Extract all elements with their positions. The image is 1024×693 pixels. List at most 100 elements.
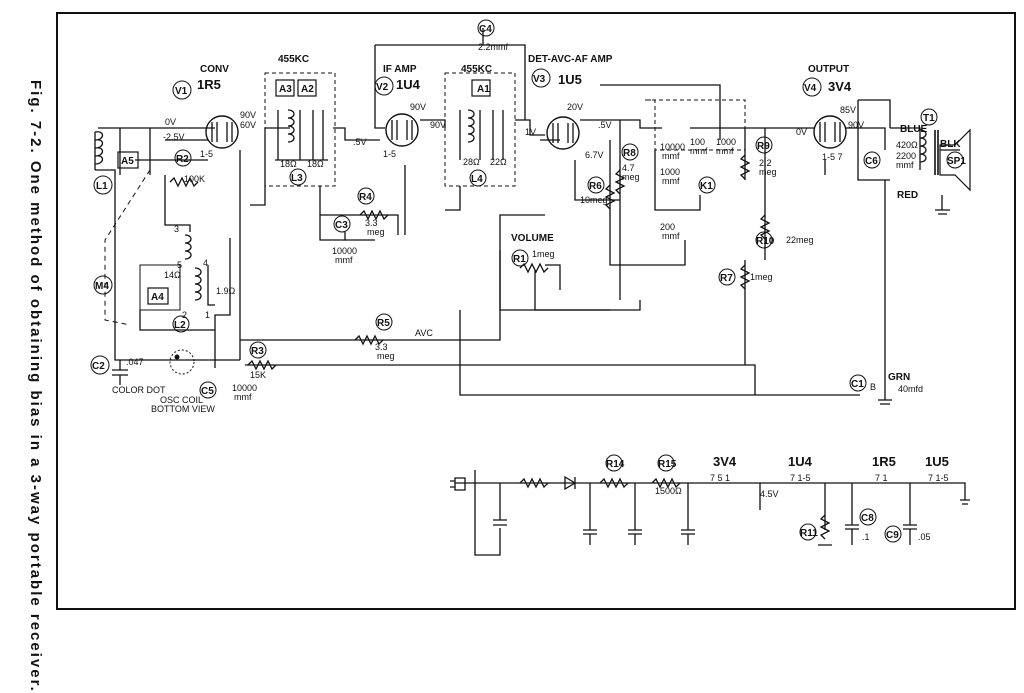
tube-v2 bbox=[385, 113, 419, 147]
ref-r10: R10 bbox=[756, 236, 775, 247]
label-output: OUTPUT bbox=[808, 64, 849, 75]
label-1u5: 1U5 bbox=[558, 72, 582, 87]
value-22-ohm: 22Ω bbox=[490, 157, 507, 167]
schematic-diagram: CONV 1R5 455KC IF AMP 1U4 455KC 2.2mmf D… bbox=[56, 12, 1016, 610]
value-18-ohm-a: 18Ω bbox=[280, 159, 297, 169]
value-pins-1-5-v2: 1-5 bbox=[383, 149, 396, 159]
schematic-figure: Fig. 7-2. One method of obtaining bias i… bbox=[22, 12, 1016, 693]
trimmer-boxes bbox=[117, 79, 491, 305]
label-color-dot: COLOR DOT bbox=[112, 385, 166, 395]
value-r8-meg: meg bbox=[622, 172, 640, 182]
heater-pins-1u5: 7 1-5 bbox=[928, 473, 949, 483]
ref-r7: R7 bbox=[720, 273, 733, 284]
ref-c9: C9 bbox=[886, 530, 899, 541]
ref-m4: M4 bbox=[95, 281, 109, 292]
value-90v-v4: 90V bbox=[848, 120, 864, 130]
ref-r14: R14 bbox=[606, 459, 625, 470]
ref-a4: A4 bbox=[151, 292, 164, 303]
label-455kc-2: 455KC bbox=[461, 64, 492, 75]
label-1u4: 1U4 bbox=[396, 77, 421, 92]
ref-c1: C1 bbox=[851, 379, 864, 390]
ref-l3: L3 bbox=[291, 173, 303, 184]
ref-sp1: SP1 bbox=[947, 156, 966, 167]
value-3-3: 3.3 bbox=[365, 218, 378, 228]
label-conv: CONV bbox=[200, 64, 229, 75]
ref-l1: L1 bbox=[96, 181, 108, 192]
ref-v3: V3 bbox=[533, 74, 546, 85]
label-3v4: 3V4 bbox=[828, 79, 852, 94]
value-pin-1: 1 bbox=[205, 310, 210, 320]
value-mmf-k1a: mmf bbox=[662, 151, 680, 161]
ref-r8: R8 bbox=[623, 148, 636, 159]
tube-v1 bbox=[205, 115, 239, 149]
ref-t1: T1 bbox=[923, 113, 935, 124]
value-c5-10000: 10000 bbox=[232, 383, 257, 393]
value-r5-3-3: 3.3 bbox=[375, 342, 388, 352]
value-6-7v: 6.7V bbox=[585, 150, 604, 160]
heater-1u5: 1U5 bbox=[925, 454, 949, 469]
value-1meg-r7: 1meg bbox=[750, 272, 773, 282]
value-20v: 20V bbox=[567, 102, 583, 112]
value-60v: 60V bbox=[240, 120, 256, 130]
ref-c6: C6 bbox=[865, 156, 878, 167]
ref-l4: L4 bbox=[471, 174, 483, 185]
ref-a3: A3 bbox=[279, 84, 292, 95]
value-mmf-c6: mmf bbox=[896, 160, 914, 170]
heater-pins-3v4: 7 5 1 bbox=[710, 473, 730, 483]
value-1000-a: 1000 bbox=[716, 137, 736, 147]
value-4-7: 4.7 bbox=[622, 163, 635, 173]
heater-1u4: 1U4 bbox=[788, 454, 813, 469]
ref-c2: C2 bbox=[92, 361, 105, 372]
ref-k1: K1 bbox=[700, 181, 713, 192]
value-mmf-k1e: mmf bbox=[662, 231, 680, 241]
label-bottom-view: BOTTOM VIEW bbox=[151, 404, 215, 414]
ref-v2: V2 bbox=[376, 82, 389, 93]
label-455kc-1: 455KC bbox=[278, 54, 309, 65]
heater-1r5: 1R5 bbox=[872, 454, 896, 469]
ref-v4: V4 bbox=[804, 83, 817, 94]
ref-l2: L2 bbox=[174, 320, 186, 331]
value-85v: 85V bbox=[840, 105, 856, 115]
ref-r15: R15 bbox=[658, 459, 677, 470]
value-pins-v4: 1-5 7 bbox=[822, 152, 843, 162]
ref-a1: A1 bbox=[477, 84, 490, 95]
ref-r6: R6 bbox=[589, 181, 602, 192]
ref-c4: C4 bbox=[479, 24, 492, 35]
wiring bbox=[94, 28, 971, 556]
label-grn: GRN bbox=[888, 372, 910, 383]
figure-caption: Fig. 7-2. One method of obtaining bias i… bbox=[22, 80, 48, 693]
value-4-5v: 4.5V bbox=[760, 489, 779, 499]
ref-r4: R4 bbox=[359, 192, 372, 203]
value-14-ohm: 14Ω bbox=[164, 270, 181, 280]
value-neg-2-5v: -2.5V bbox=[163, 132, 185, 142]
value-100: 100 bbox=[690, 137, 705, 147]
value-90v-v2-grid: 90V bbox=[410, 102, 426, 112]
value-r9-meg: meg bbox=[759, 167, 777, 177]
value-mmf-k1d: mmf bbox=[662, 176, 680, 186]
label-blk: BLK bbox=[940, 139, 961, 150]
value-420-ohm: 420Ω bbox=[896, 140, 918, 150]
value-22meg: 22meg bbox=[786, 235, 814, 245]
value-90v-v1: 90V bbox=[240, 110, 256, 120]
value-pins-1-5-v1: 1-5 bbox=[200, 149, 213, 159]
value-200: 200 bbox=[660, 222, 675, 232]
value-pin-3: 3 bbox=[174, 224, 179, 234]
tube-v4 bbox=[813, 115, 847, 149]
value-28-ohm: 28Ω bbox=[463, 157, 480, 167]
value-c5-mmf: mmf bbox=[234, 392, 252, 402]
value-10000-k1: 10000 bbox=[660, 142, 685, 152]
value-pin-4: 4 bbox=[203, 258, 208, 268]
value-c8-1: .1 bbox=[862, 532, 870, 542]
value-0v-v4: 0V bbox=[796, 127, 807, 137]
value-r5-meg: meg bbox=[377, 351, 395, 361]
value-r9-2-2: 2.2 bbox=[759, 158, 772, 168]
ref-circles bbox=[90, 19, 964, 543]
coils bbox=[184, 109, 939, 301]
value-2200: 2200 bbox=[896, 151, 916, 161]
value-1000-b: 1000 bbox=[660, 167, 680, 177]
value-1meg-volume: 1meg bbox=[532, 249, 555, 259]
ref-r9: R9 bbox=[757, 141, 770, 152]
value-mmf-k1b: mmf bbox=[690, 146, 708, 156]
value-15v: .5V bbox=[598, 120, 612, 130]
ref-c5: C5 bbox=[201, 386, 214, 397]
